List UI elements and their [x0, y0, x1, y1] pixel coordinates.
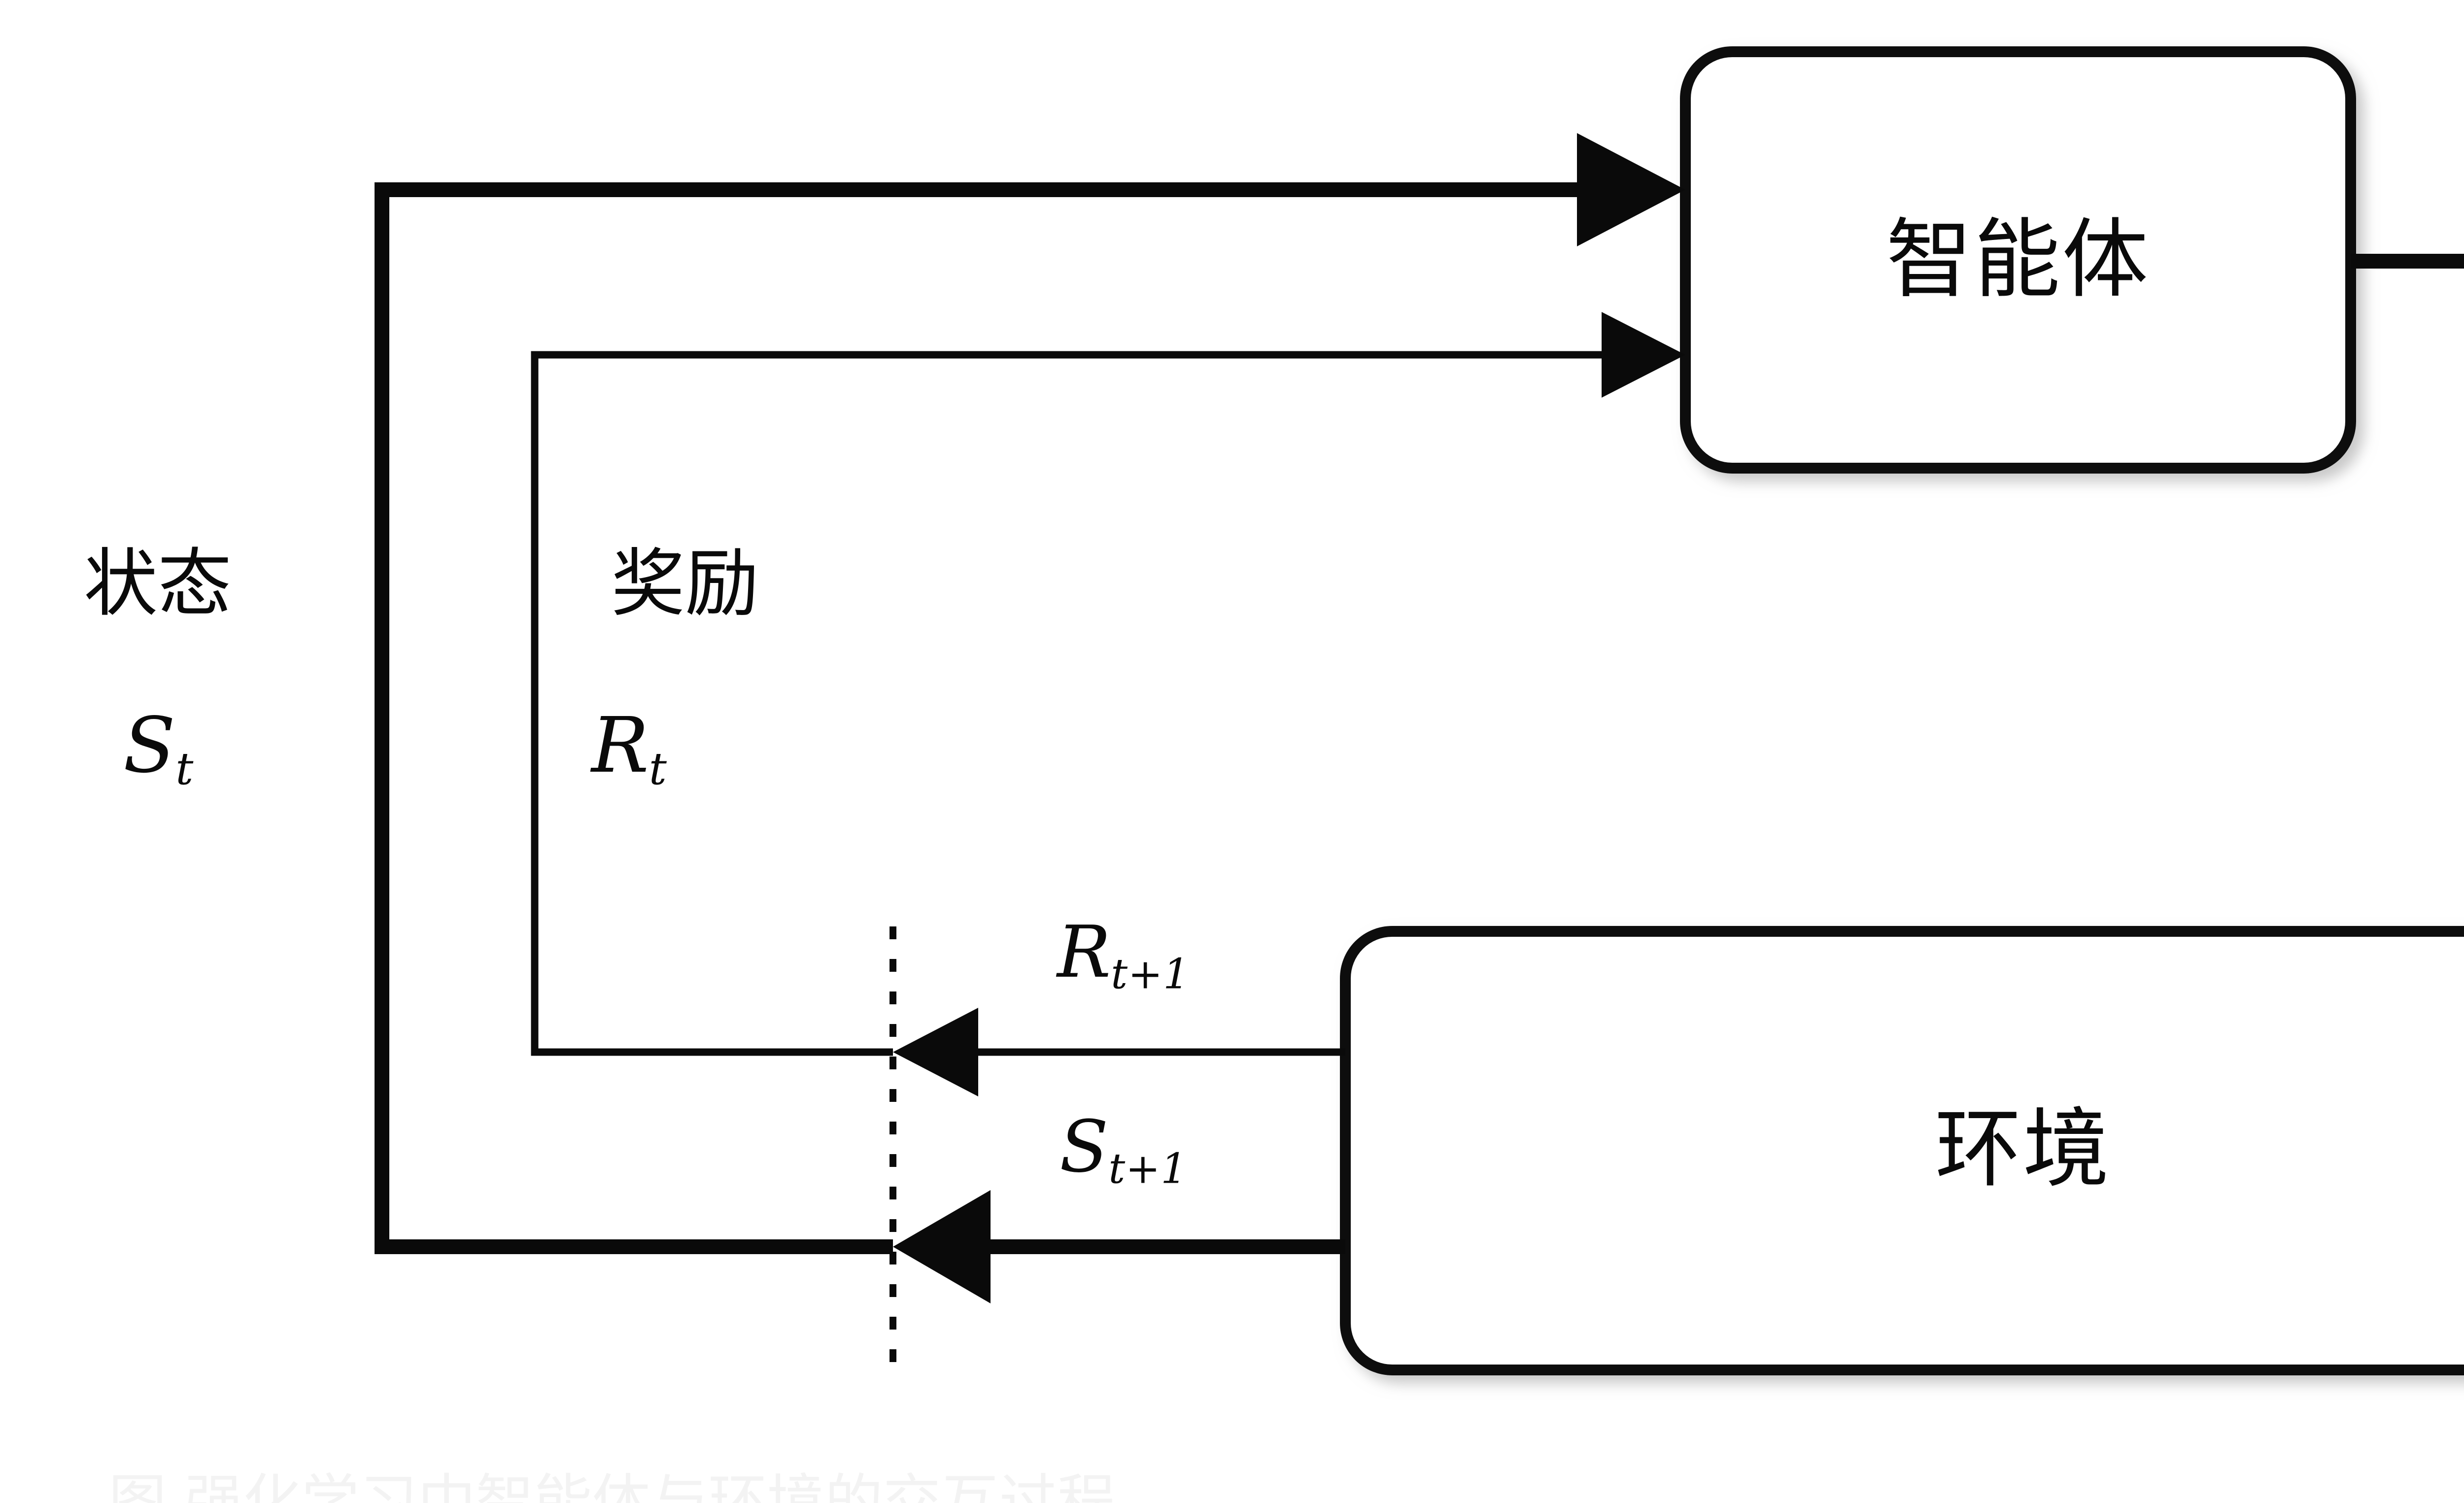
reward-next-symbol: Rt+1 [1057, 914, 1190, 1013]
reward-emit-arrowhead [893, 1008, 978, 1096]
environment-box[interactable] [1340, 926, 2464, 1375]
state-next-subscript: t+1 [1108, 1144, 1188, 1193]
state-symbol-base: S [123, 701, 176, 790]
reward-feedback-arrowhead [1602, 312, 1685, 398]
state-symbol-subscript: t [175, 744, 194, 795]
agent-label: 智能体 [1886, 210, 2150, 310]
state-emit-arrowhead [893, 1190, 991, 1303]
reward-label-cn: 奖励 [611, 541, 759, 627]
reward-symbol: Rt [591, 705, 667, 810]
state-label-cn: 状态 [84, 541, 232, 627]
state-next-base: S [1060, 1105, 1109, 1189]
reward-feedback-line [531, 351, 1621, 1056]
reward-next-base: R [1057, 911, 1111, 994]
state-next-symbol: St+1 [1060, 1109, 1188, 1207]
state-feedback-line [375, 182, 1602, 1254]
reward-symbol-subscript: t [649, 744, 667, 795]
state-symbol: St [123, 705, 194, 810]
state-feedback-arrowhead [1577, 133, 1685, 246]
reward-next-subscript: t+1 [1111, 950, 1190, 998]
reward-symbol-base: R [591, 701, 649, 790]
environment-label: 环境 [1935, 1099, 2111, 1199]
